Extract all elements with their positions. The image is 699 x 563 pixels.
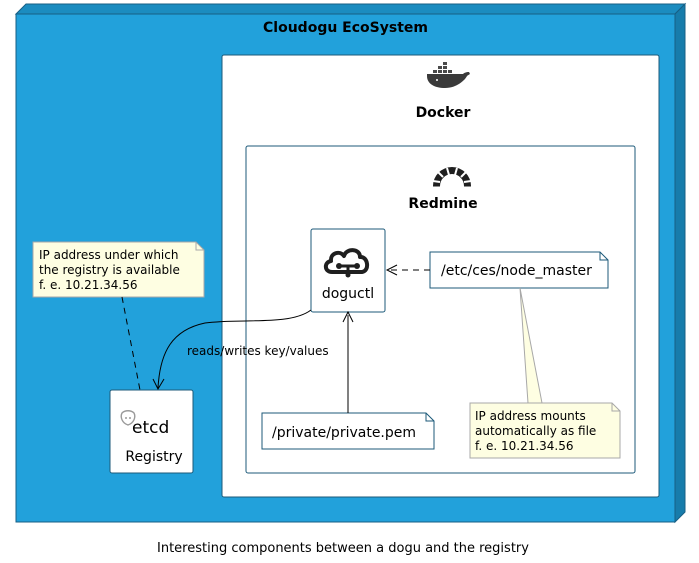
redmine-logo-icon bbox=[432, 167, 472, 187]
note-registry-ip: IP address under which the registry is a… bbox=[32, 241, 205, 298]
docker-whale-icon bbox=[427, 62, 470, 88]
note-mount-connector bbox=[519, 287, 543, 404]
note-registry-connector bbox=[121, 296, 141, 391]
cloud-logo-icon bbox=[323, 248, 369, 278]
note-mount-ip: IP address mounts automatically as file … bbox=[469, 402, 621, 459]
diagram-caption: Interesting components between a dogu an… bbox=[157, 541, 529, 556]
note-mount-line1: IP address mounts bbox=[475, 409, 586, 423]
edge-doguctl-to-registry bbox=[152, 309, 312, 391]
docker-title: Docker bbox=[416, 105, 471, 121]
registry-node: etcd Registry bbox=[109, 389, 194, 474]
doguctl-node: doguctl bbox=[310, 228, 386, 313]
node-master-file: /etc/ces/node_master bbox=[429, 251, 609, 289]
ecosystem-title: Cloudogu EcoSystem bbox=[263, 20, 428, 36]
edge-node-master-to-doguctl bbox=[385, 264, 430, 276]
note-registry-line2: the registry is available bbox=[39, 263, 180, 277]
private-pem-label: /private/private.pem bbox=[272, 425, 416, 441]
note-mount-line3: f. e. 10.21.34.56 bbox=[475, 439, 574, 453]
doguctl-label: doguctl bbox=[322, 286, 374, 302]
edge-label-reads-writes: reads/writes key/values bbox=[187, 344, 329, 358]
registry-label: Registry bbox=[125, 449, 182, 465]
etcd-logo-icon bbox=[120, 410, 136, 426]
note-registry-line3: f. e. 10.21.34.56 bbox=[39, 278, 138, 292]
note-registry-line1: IP address under which bbox=[39, 248, 178, 262]
node-master-label: /etc/ces/node_master bbox=[441, 263, 592, 279]
redmine-title: Redmine bbox=[408, 196, 477, 212]
etcd-logo-text: etcd bbox=[132, 418, 169, 438]
note-mount-line2: automatically as file bbox=[475, 424, 596, 438]
private-pem-file: /private/private.pem bbox=[261, 412, 435, 450]
edge-private-pem-to-doguctl bbox=[342, 310, 354, 413]
